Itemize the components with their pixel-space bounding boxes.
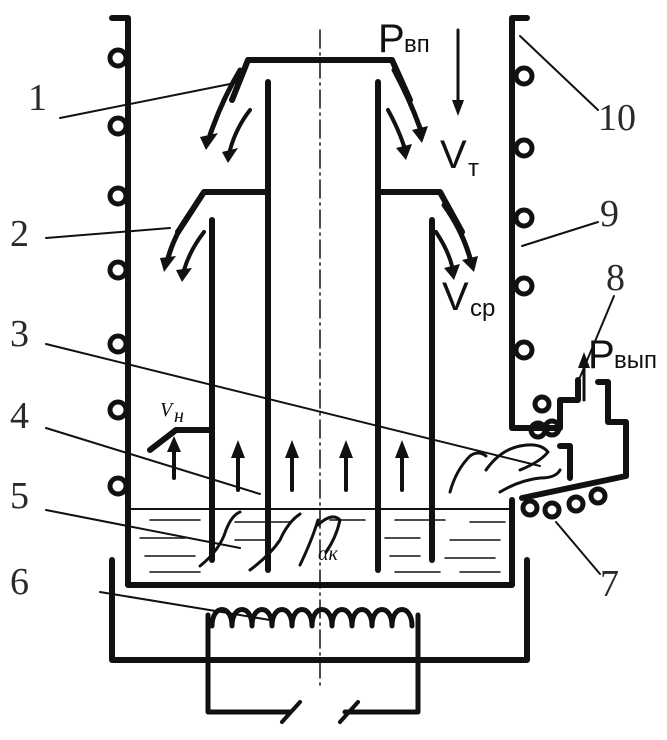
svg-text:P: P bbox=[378, 17, 405, 61]
label-6: 6 bbox=[10, 561, 29, 603]
label-8: 8 bbox=[606, 257, 625, 299]
leader-9 bbox=[521, 221, 599, 247]
bottom-heater bbox=[205, 607, 421, 724]
svg-text:н: н bbox=[174, 405, 184, 427]
symbol-v-t: V т bbox=[440, 133, 479, 182]
label-1: 1 bbox=[28, 77, 47, 119]
middle-flow-arrows-left bbox=[160, 202, 206, 282]
label-2: 2 bbox=[10, 213, 29, 255]
chamber-walls bbox=[109, 15, 530, 515]
svg-text:ср: ср bbox=[470, 295, 495, 322]
vapour-up-arrows bbox=[167, 436, 409, 492]
svg-text:V: V bbox=[442, 275, 469, 319]
svg-text:вп: вп bbox=[404, 31, 430, 58]
leader-4 bbox=[45, 427, 261, 495]
middle-tube bbox=[147, 189, 465, 563]
inlet-arrow bbox=[452, 28, 464, 116]
leader-5 bbox=[45, 509, 241, 549]
leader-10 bbox=[519, 35, 599, 111]
symbol-p-vyp: P вып bbox=[588, 333, 657, 377]
svg-text:V: V bbox=[440, 133, 467, 177]
label-4: 4 bbox=[10, 395, 29, 437]
leader-1 bbox=[59, 81, 241, 119]
symbol-v-sr: V ср bbox=[442, 275, 495, 322]
svg-text:P: P bbox=[588, 333, 615, 377]
outlet-nozzle bbox=[509, 377, 629, 501]
middle-flow-arrows-right bbox=[434, 202, 478, 280]
label-3: 3 bbox=[10, 313, 29, 355]
leader-3 bbox=[45, 343, 541, 467]
left-wall bbox=[109, 15, 131, 515]
leader-lines bbox=[45, 35, 615, 621]
symbol-v-n: V н bbox=[160, 399, 184, 427]
label-9: 9 bbox=[600, 193, 619, 235]
liquid-ripples bbox=[139, 519, 506, 573]
label-5: 5 bbox=[10, 475, 29, 517]
svg-text:т: т bbox=[468, 155, 479, 182]
upper-flow-arrows-right bbox=[386, 67, 428, 160]
outlet-arrow bbox=[578, 352, 590, 402]
leader-6 bbox=[99, 591, 271, 621]
svg-text:вып: вып bbox=[614, 347, 657, 374]
label-10: 10 bbox=[598, 97, 636, 139]
vapour-jets bbox=[198, 443, 562, 572]
svg-text:V: V bbox=[160, 399, 175, 421]
leader-7 bbox=[555, 521, 601, 575]
part-labels: 1 2 3 4 5 6 7 8 9 10 bbox=[10, 77, 636, 605]
left-heater-coil bbox=[107, 47, 129, 497]
symbol-labels: P вп V т V ср P вып V н αк bbox=[160, 17, 657, 565]
symbol-alpha-k: αк bbox=[318, 543, 338, 565]
leader-2 bbox=[45, 227, 171, 239]
upper-flow-arrows-left bbox=[200, 67, 252, 163]
right-heater-coil bbox=[513, 65, 608, 520]
liquid-bath bbox=[125, 497, 515, 588]
leader-8 bbox=[577, 295, 615, 383]
symbol-p-vp: P вп bbox=[378, 17, 430, 61]
right-wall bbox=[509, 15, 530, 423]
label-7: 7 bbox=[600, 563, 619, 605]
